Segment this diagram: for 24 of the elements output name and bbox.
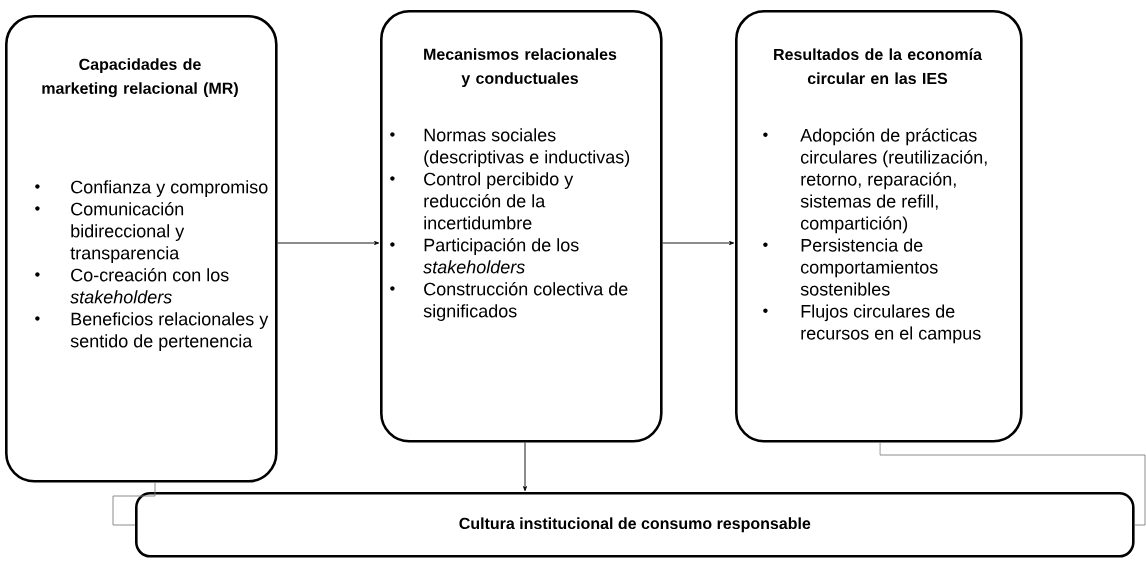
rounded-box [735, 10, 1023, 443]
rounded-box [380, 10, 663, 443]
connector-line [879, 442, 1146, 526]
box-heading: Capacidades de marketing relacional (MR) [42, 58, 238, 98]
rounded-box [135, 492, 1135, 558]
box-heading: Mecanismos relacionales y conductuales [424, 48, 617, 88]
bullet-item: Control percibido y reducción de la incertidumbre [390, 172, 574, 230]
box-heading: Cultura institucional de consumo responsable [459, 517, 811, 533]
box-heading: Resultados de la economía circular en las IES [774, 48, 983, 85]
arrow [523, 442, 527, 492]
bullet-item: Adopción de prácticas circulares (reutilización, retorno, reparación, sistemas de refill, compartición) [763, 128, 987, 234]
bullet-item: Flujos circulares de recursos en el campus [763, 304, 981, 344]
bullet-item: Beneficios relacionales y sentido de pertenencia [35, 312, 269, 351]
bullet-item: Confianza y compromiso [35, 180, 268, 197]
bullet-item: Comunicación bidireccional y transparencia [35, 202, 185, 263]
bullet-item: Normas sociales (descriptivas e inductivas) [390, 128, 630, 167]
bullet-item: Participación de los stakeholders [390, 238, 579, 274]
bullet-item: Construcción colectiva de significados [390, 282, 628, 321]
bullet-item: Co-creación con los stakeholders [35, 268, 229, 304]
connector-line [112, 482, 156, 526]
arrow [277, 241, 380, 245]
rounded-box [5, 15, 278, 483]
bullet-item: Persistencia de comportamientos sostenibles [763, 238, 938, 296]
arrow [662, 241, 735, 245]
